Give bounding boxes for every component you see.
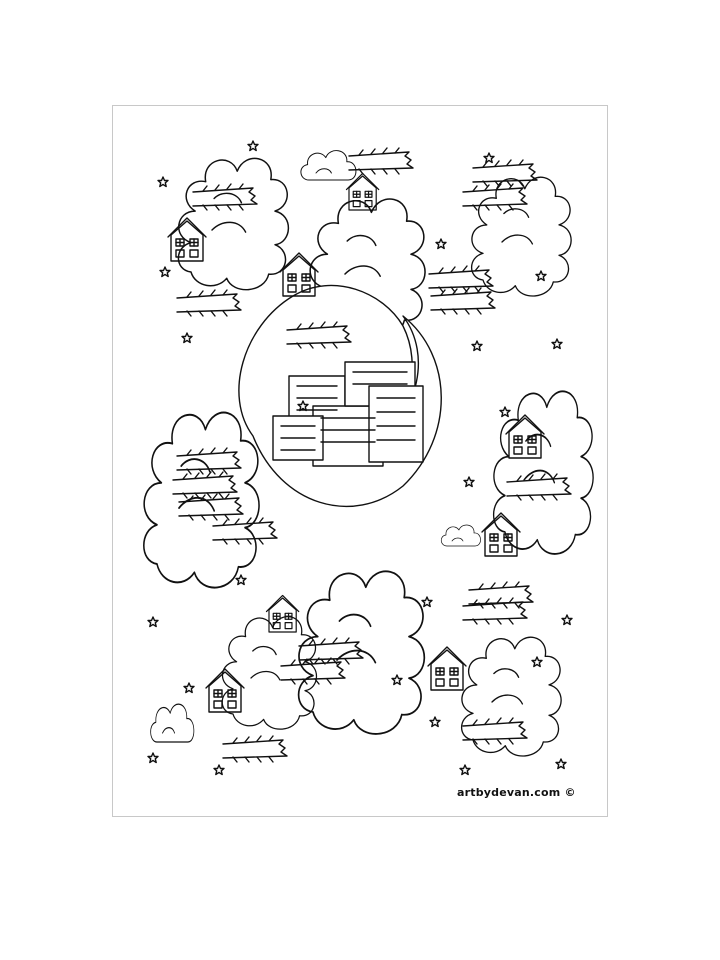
cloud-small-right bbox=[440, 524, 481, 547]
pine-tree-icon bbox=[280, 657, 346, 685]
star-icon bbox=[435, 238, 447, 250]
star-icon bbox=[235, 574, 247, 586]
pine-tree-icon bbox=[348, 147, 414, 175]
star-icon bbox=[463, 476, 475, 488]
pine-tree-icon bbox=[428, 265, 494, 293]
house-icon bbox=[167, 217, 207, 262]
cloud-top-right bbox=[470, 176, 572, 297]
pine-tree-icon bbox=[176, 289, 242, 317]
cloud-small-top bbox=[300, 150, 357, 181]
star-icon bbox=[157, 176, 169, 188]
pine-tree-icon bbox=[462, 597, 528, 625]
pine-tree-icon bbox=[462, 717, 528, 745]
artist-watermark: artbydevan.com © bbox=[457, 786, 576, 799]
house-icon bbox=[427, 646, 467, 691]
city-buildings bbox=[272, 361, 424, 467]
star-icon bbox=[471, 340, 483, 352]
house-icon bbox=[505, 414, 545, 459]
star-icon bbox=[499, 406, 511, 418]
house-icon bbox=[265, 594, 300, 633]
star-icon bbox=[483, 152, 495, 164]
copyright-icon: © bbox=[564, 786, 576, 799]
house-icon bbox=[205, 668, 245, 713]
star-icon bbox=[247, 140, 259, 152]
cloud-bottom-center bbox=[297, 570, 426, 735]
paper-sheet: artbydevan.com © bbox=[112, 105, 608, 817]
house-icon bbox=[481, 512, 521, 557]
star-icon bbox=[555, 758, 567, 770]
pine-tree-icon bbox=[462, 183, 528, 211]
pine-tree-icon bbox=[430, 287, 496, 315]
star-icon bbox=[561, 614, 573, 626]
star-icon bbox=[181, 332, 193, 344]
star-icon bbox=[213, 764, 225, 776]
cloud-small-left-bottom bbox=[150, 703, 195, 743]
pine-tree-icon bbox=[212, 517, 278, 545]
pine-tree-icon bbox=[472, 159, 538, 187]
star-icon bbox=[535, 270, 547, 282]
star-icon bbox=[391, 674, 403, 686]
star-icon bbox=[551, 338, 563, 350]
star-icon bbox=[147, 752, 159, 764]
pine-tree-icon bbox=[172, 471, 238, 499]
cloud-top-left bbox=[177, 157, 290, 291]
star-icon bbox=[159, 266, 171, 278]
star-icon bbox=[531, 656, 543, 668]
star-icon bbox=[421, 596, 433, 608]
star-icon bbox=[147, 616, 159, 628]
pine-tree-icon bbox=[506, 473, 572, 501]
pine-tree-icon bbox=[192, 183, 258, 211]
line-art-illustration bbox=[142, 140, 595, 776]
star-icon bbox=[459, 764, 471, 776]
star-icon bbox=[429, 716, 441, 728]
pine-tree-icon bbox=[222, 735, 288, 763]
star-icon bbox=[183, 682, 195, 694]
watermark-site: artbydevan.com bbox=[457, 786, 561, 799]
